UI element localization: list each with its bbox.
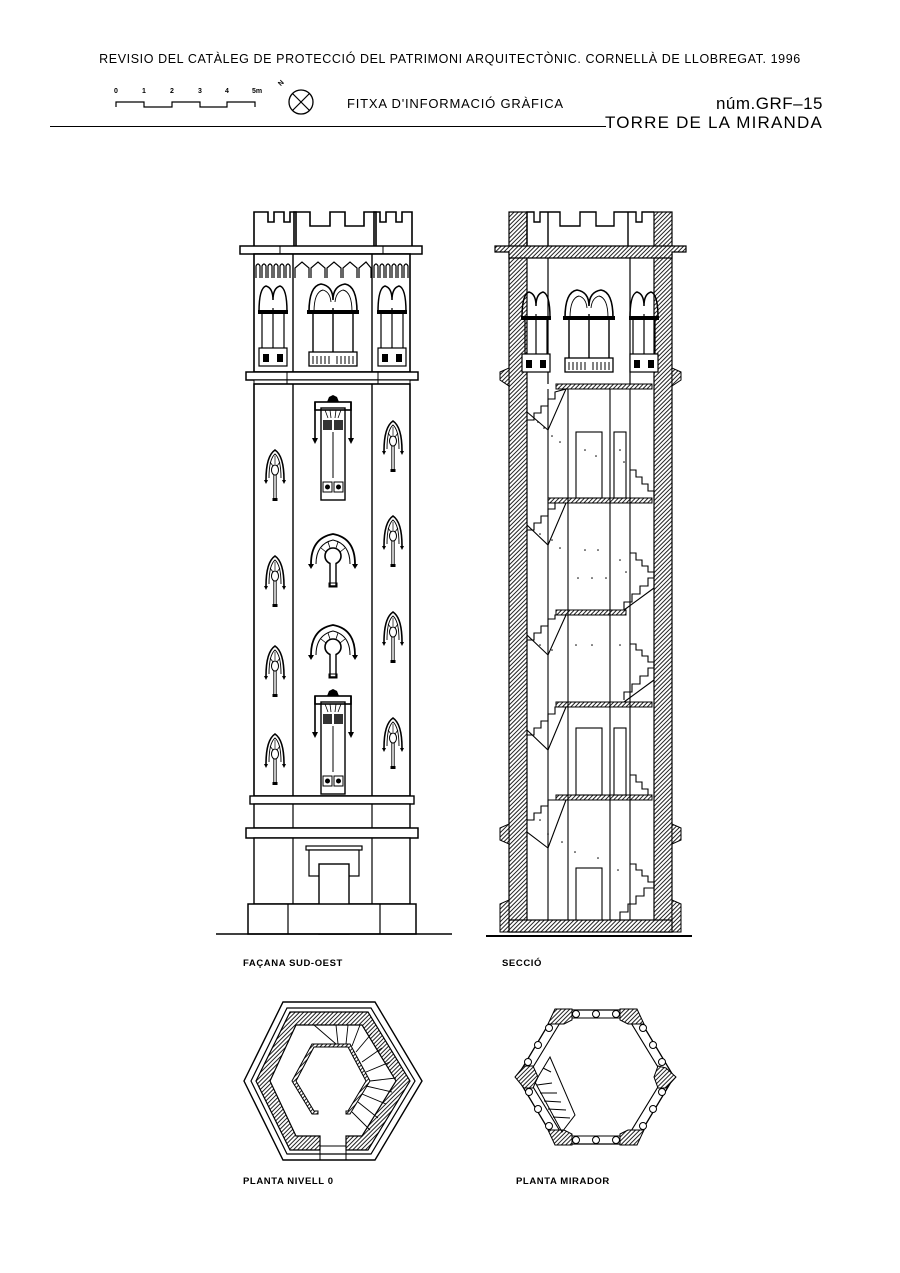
sheet-number: núm.GRF–15 <box>715 94 823 113</box>
scale-tick-3: 3 <box>198 88 202 95</box>
scale-tick-1: 1 <box>142 88 146 95</box>
scale-bar-graphic <box>115 101 256 108</box>
ground-plan-label: PLANTA NIVELL 0 <box>243 1176 334 1187</box>
header-divider <box>50 126 606 127</box>
scale-bar: 0 1 2 3 4 5m <box>112 88 272 112</box>
building-name: TORRE DE LA MIRANDA <box>604 113 823 132</box>
north-arrow-circle-icon: N <box>277 79 318 120</box>
scale-tick-5: 5m <box>252 88 263 95</box>
sheet-type: FITXA D'INFORMACIÓ GRÀFICA <box>347 96 564 111</box>
section-label: SECCIÓ <box>502 958 543 969</box>
ground-floor-plan <box>243 1001 423 1161</box>
facade-label: FAÇANA SUD-OEST <box>243 958 343 969</box>
mirador-plan-label: PLANTA MIRADOR <box>516 1176 610 1187</box>
catalog-title: REVISIO DEL CATÀLEG DE PROTECCIÓ DEL PAT… <box>99 52 801 66</box>
mirador-plan <box>514 1008 677 1146</box>
tower-section <box>486 211 692 937</box>
scale-tick-4: 4 <box>225 88 229 95</box>
scale-tick-0: 0 <box>114 88 118 95</box>
scale-tick-2: 2 <box>170 88 174 95</box>
facade-elevation <box>216 211 452 935</box>
